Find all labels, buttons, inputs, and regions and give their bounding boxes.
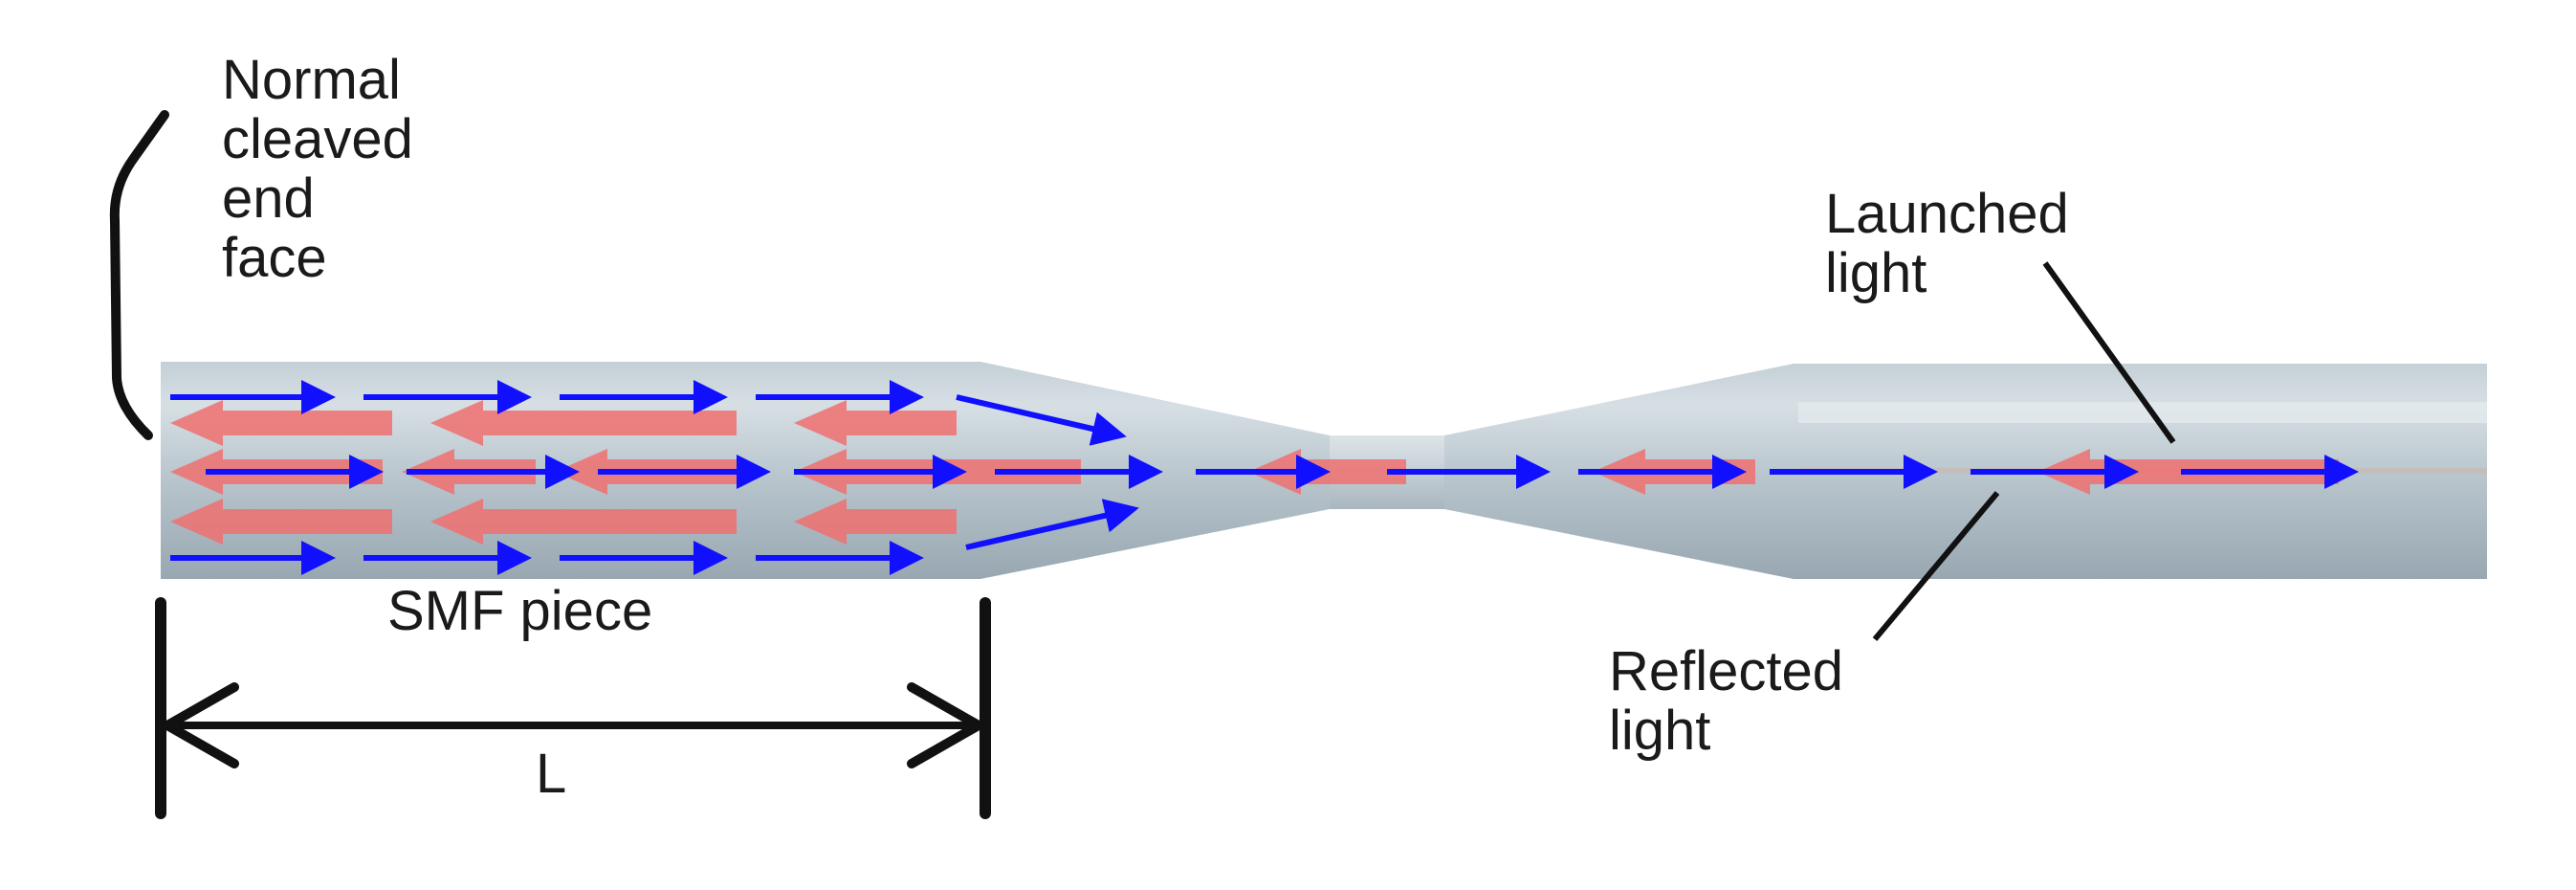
launched-arrow (965, 499, 1139, 550)
right-arrowhead (907, 682, 989, 768)
fiber-highlight (1798, 402, 2487, 423)
length-dimension (155, 597, 991, 819)
end-face-label: Normal cleaved end face (222, 49, 429, 289)
length-label: L (536, 743, 566, 805)
launched-light-arrows (170, 380, 2359, 575)
smf-piece-label: SMF piece (387, 580, 652, 642)
reflected-leader-line (1872, 491, 2000, 641)
launched-leader-line (2042, 261, 2176, 444)
end-face-bracket (109, 110, 169, 440)
left-arrowhead (157, 682, 239, 768)
reflected-arrow (430, 499, 737, 545)
reflected-arrow (170, 499, 392, 545)
reflected-light-label: Reflected light (1609, 640, 1859, 762)
reflected-arrow (794, 499, 957, 545)
launched-light-label: Launched light (1825, 183, 2084, 304)
launched-arrow (956, 394, 1127, 446)
reflected-arrow (170, 400, 392, 446)
